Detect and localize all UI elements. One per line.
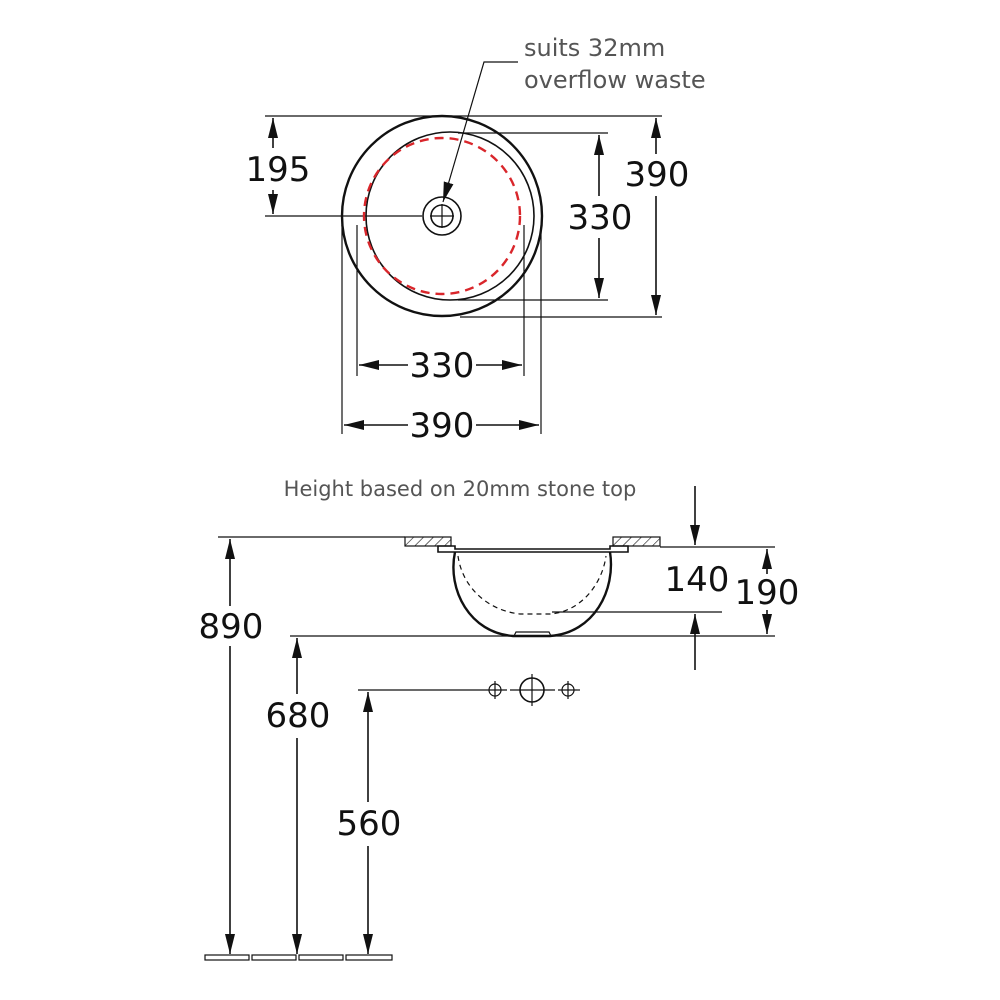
dim-190-label: 190	[735, 573, 800, 613]
dim-330-h-bg	[408, 344, 476, 386]
basin-flange	[437, 545, 629, 553]
dim-680-bg	[266, 694, 328, 738]
dim-330-v-bg	[568, 196, 634, 238]
dim-390-vertical-label: 390	[625, 155, 690, 195]
floor-plate-3	[298, 954, 344, 961]
dim-890-bg	[200, 606, 260, 646]
height-note: Height based on 20mm stone top	[284, 477, 637, 501]
dim-560-label: 560	[337, 804, 402, 844]
dim-560-bg	[338, 802, 400, 846]
dim-680-label: 680	[266, 696, 331, 736]
floor-plate-2	[251, 954, 297, 961]
dim-390-v-bg	[624, 154, 690, 196]
floor-plate-1	[204, 954, 250, 961]
overflow-leader	[442, 61, 518, 203]
tap-hole-right	[559, 681, 577, 699]
tap-hole-centre	[512, 674, 552, 706]
dim-190-bg	[738, 574, 796, 610]
dim-390-h-bg	[408, 404, 476, 446]
dim-140-label: 140	[665, 560, 730, 600]
overflow-note-line2: overflow waste	[524, 66, 706, 94]
tap-hole-left	[486, 681, 504, 699]
stone-top-left	[404, 536, 452, 547]
dim-330-vertical-label: 330	[568, 198, 633, 238]
bowl-inner-hidden	[457, 555, 607, 615]
dim-330-horizontal-label: 330	[410, 346, 475, 386]
overflow-ring	[362, 136, 522, 296]
dim-195-label: 195	[246, 150, 311, 190]
stone-top-right	[612, 536, 661, 547]
dim-890-label: 890	[199, 607, 264, 647]
basin-inner-bowl	[365, 131, 535, 301]
plan-view: suits 32mm overflow waste 195 390 330 33…	[244, 34, 706, 446]
waste-spigot	[513, 631, 552, 637]
side-view: Height based on 20mm stone top 140 190 8…	[199, 477, 800, 961]
overflow-note-line1: suits 32mm	[524, 34, 665, 62]
dim-390-horizontal-label: 390	[410, 406, 475, 446]
waste-outlet-outer	[422, 196, 462, 236]
floor-plate-4	[345, 954, 393, 961]
dim-195-bg	[244, 148, 308, 190]
basin-outer-rim	[340, 114, 544, 318]
bowl-outer	[452, 551, 613, 638]
